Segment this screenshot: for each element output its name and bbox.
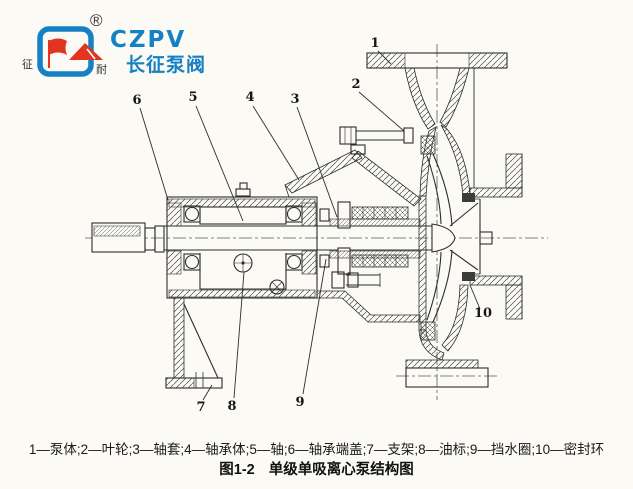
callout-number-4: 4 — [245, 90, 254, 105]
callout-number-2: 2 — [351, 77, 360, 92]
shaft — [91, 222, 456, 253]
callout-number-9: 9 — [295, 395, 304, 410]
suction-flange — [469, 153, 523, 320]
callout-number-6: 6 — [132, 93, 141, 108]
logo-mark-icon — [37, 26, 103, 77]
logo-side-char-left: 征 — [22, 59, 33, 71]
oil-gauge — [233, 253, 253, 273]
brand-name: 长征泵阀 — [126, 55, 207, 76]
discharge-flange — [366, 52, 508, 69]
stuffing-box — [319, 126, 421, 289]
figure-label: 图1-2 — [219, 462, 255, 478]
brand-acronym: CZPV — [110, 27, 187, 53]
callout-numbers: 1 2 3 4 5 6 7 8 9 10 — [132, 36, 492, 415]
callout-number-3: 3 — [290, 92, 299, 107]
callout-number-5: 5 — [188, 90, 197, 105]
pump-foot — [405, 359, 489, 388]
impeller — [420, 135, 453, 341]
figure-caption: 图1-2 单级单吸离心泵结构图 — [0, 458, 633, 479]
parts-legend-line: 1—泵体;2—叶轮;3—轴套;4—轴承体;5—轴;6—轴承端盖;7—支架;8—油… — [28, 442, 605, 457]
figure-title: 单级单吸离心泵结构图 — [268, 462, 414, 478]
callout-leader-lines — [139, 50, 481, 401]
seal-rings — [462, 193, 475, 281]
support-bracket — [165, 297, 223, 389]
logo-side-char-right: 耐 — [96, 64, 107, 76]
bearing-housing — [166, 182, 318, 299]
callout-number-1: 1 — [370, 36, 379, 51]
callout-number-10: 10 — [474, 306, 492, 321]
callout-number-8: 8 — [227, 399, 236, 414]
registered-trademark-icon: ® — [90, 11, 103, 30]
callout-number-7: 7 — [196, 400, 205, 415]
